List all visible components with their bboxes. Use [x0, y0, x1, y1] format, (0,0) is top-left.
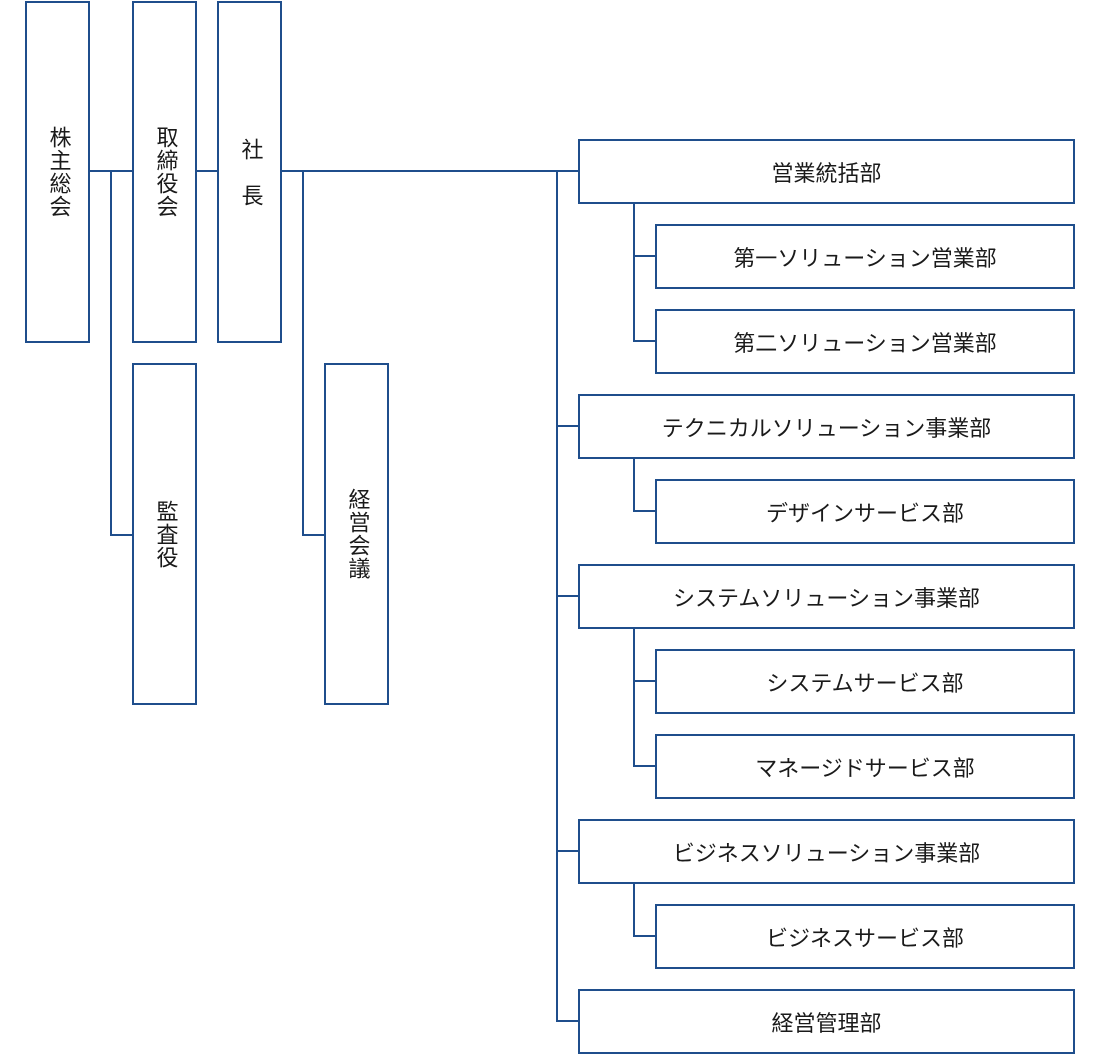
board-box: 取締役会	[132, 1, 197, 343]
connector	[633, 202, 635, 342]
department-box: システムサービス部	[655, 649, 1075, 714]
department-label: 第一ソリューション営業部	[733, 246, 997, 272]
department-box: マネージドサービス部	[655, 734, 1075, 799]
connector	[633, 510, 656, 512]
connector	[196, 170, 218, 172]
department-label: テクニカルソリューション事業部	[661, 416, 992, 442]
connector	[281, 170, 579, 172]
department-label: 営業統括部	[771, 161, 882, 187]
connector	[633, 882, 635, 937]
shareholders-box: 株主総会	[25, 1, 90, 343]
shareholders-label: 株主総会	[45, 126, 71, 218]
president-label: 社 長	[237, 137, 263, 207]
connector	[556, 850, 579, 852]
connector	[302, 534, 325, 536]
connector	[302, 170, 304, 536]
auditor-label: 監査役	[152, 499, 178, 569]
department-box: テクニカルソリューション事業部	[578, 394, 1075, 459]
department-label: 第二ソリューション営業部	[733, 331, 997, 357]
auditor-box: 監査役	[132, 363, 197, 705]
department-box: ビジネスサービス部	[655, 904, 1075, 969]
department-box: ビジネスソリューション事業部	[578, 819, 1075, 884]
department-label: ビジネスソリューション事業部	[672, 841, 981, 867]
department-label: マネージドサービス部	[755, 756, 975, 782]
management-meeting-box: 経営会議	[324, 363, 389, 705]
board-label: 取締役会	[152, 126, 178, 218]
connector	[633, 255, 656, 257]
president-box: 社 長	[217, 1, 282, 343]
connector	[110, 170, 112, 536]
department-box: システムソリューション事業部	[578, 564, 1075, 629]
connector	[556, 425, 579, 427]
department-label: システムソリューション事業部	[673, 586, 980, 612]
department-box: 第二ソリューション営業部	[655, 309, 1075, 374]
connector	[633, 765, 656, 767]
connector	[633, 627, 635, 767]
connector	[110, 534, 133, 536]
connector	[556, 1020, 579, 1022]
management-meeting-label: 経営会議	[344, 488, 370, 580]
connector	[633, 680, 656, 682]
connector	[633, 340, 656, 342]
connector	[556, 595, 579, 597]
connector	[633, 935, 656, 937]
department-box: 経営管理部	[578, 989, 1075, 1054]
department-label: 経営管理部	[771, 1011, 882, 1037]
department-label: デザインサービス部	[765, 501, 964, 527]
department-label: ビジネスサービス部	[765, 926, 964, 952]
department-box: 営業統括部	[578, 139, 1075, 204]
department-box: 第一ソリューション営業部	[655, 224, 1075, 289]
department-box: デザインサービス部	[655, 479, 1075, 544]
connector	[633, 457, 635, 512]
department-label: システムサービス部	[766, 671, 964, 697]
